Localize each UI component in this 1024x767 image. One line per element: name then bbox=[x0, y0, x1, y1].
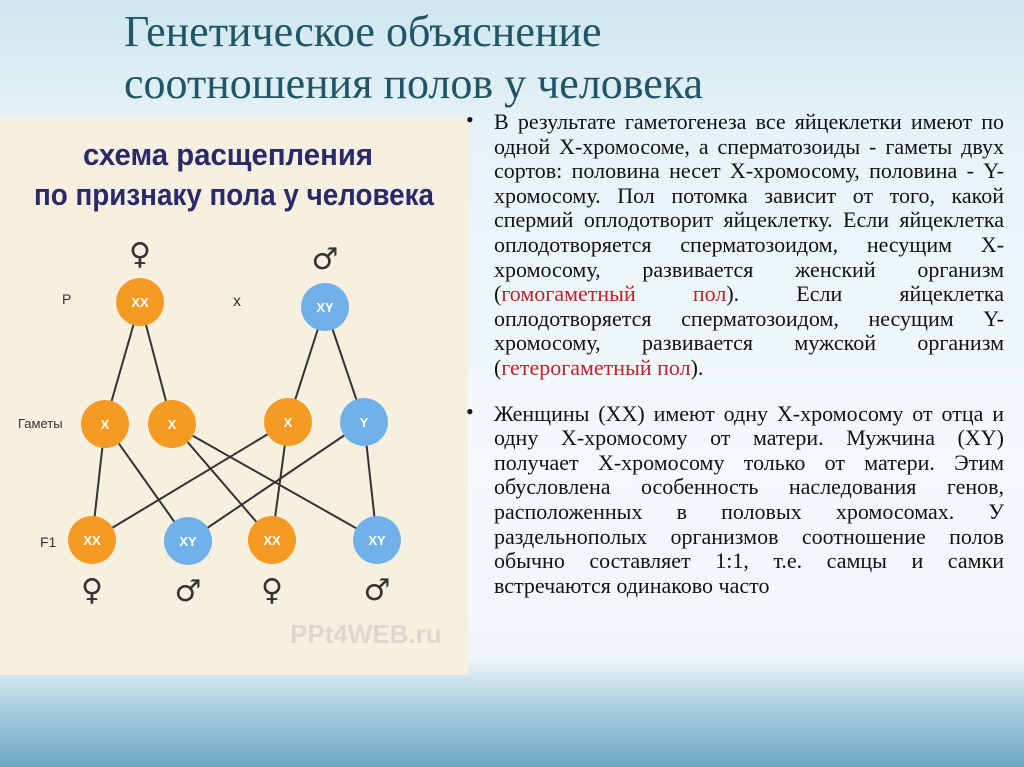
diagram-heading-line-1: схема расщепления bbox=[83, 137, 373, 172]
offspring-1-label: XX bbox=[83, 533, 101, 548]
cross-lines bbox=[91, 301, 378, 542]
term-homogametic: гомогаметный пол bbox=[501, 281, 727, 307]
bullet-2-text: Женщины (XX) имеют одну X-хромосому от о… bbox=[494, 400, 1004, 598]
term-heterogametic: гетерогаметный пол bbox=[501, 354, 691, 380]
title-line-1: Генетическое объяснение bbox=[124, 7, 602, 56]
connector-line bbox=[171, 423, 273, 541]
bullet-1-text-2: ). Если яйцеклетка оплодотворяется сперм… bbox=[494, 281, 1004, 380]
gamete-3-label: X bbox=[284, 415, 293, 430]
male-symbol-icon: ♂ bbox=[312, 242, 339, 277]
sea-background bbox=[0, 657, 1024, 767]
offspring-3-label: XX bbox=[263, 533, 281, 548]
bullet-dot: • bbox=[466, 107, 474, 132]
row-label-p: P bbox=[62, 291, 71, 307]
title-line-2: соотношения полов у человека bbox=[124, 59, 704, 108]
female-symbol-icon: ♀ bbox=[261, 573, 283, 608]
parent-2-circle bbox=[301, 283, 349, 331]
offspring-3-circle bbox=[248, 516, 296, 564]
bullet-dot: • bbox=[466, 398, 474, 424]
diagram-svg: схема расщепления по признаку пола у чел… bbox=[18, 137, 442, 649]
bullet-1-text: В результате гаметогенеза все яйцеклетки… bbox=[494, 109, 1004, 307]
offspring-1-circle bbox=[68, 516, 116, 564]
gamete-4-label: Y bbox=[360, 415, 369, 430]
gamete-3-circle bbox=[264, 398, 312, 446]
offspring-4-circle bbox=[353, 516, 401, 564]
gamete-1-circle bbox=[81, 400, 129, 448]
row-label-gametes: Гаметы bbox=[18, 416, 63, 431]
bullet-2: • Женщины (XX) имеют одну X-хромосому от… bbox=[466, 398, 1004, 599]
parent-2-label: XY bbox=[316, 300, 334, 315]
diagram-heading-line-2: по признаку пола у человека bbox=[34, 177, 435, 212]
sex-determination-diagram: схема расщепления по признаку пола у чел… bbox=[0, 117, 468, 675]
parent-1-circle bbox=[116, 278, 164, 326]
male-symbol-icon: ♂ bbox=[175, 574, 202, 609]
gamete-4-circle bbox=[340, 398, 388, 446]
bullet-1-text-3: ). bbox=[690, 354, 704, 380]
offspring-2-circle bbox=[164, 517, 212, 565]
connector-line bbox=[91, 421, 289, 541]
gamete-1-label: X bbox=[101, 417, 110, 432]
gamete-2-circle bbox=[148, 400, 196, 448]
cross-sign: x bbox=[233, 293, 241, 310]
offspring-4-label: XY bbox=[368, 533, 386, 548]
bullet-1: • В результате гаметогенеза все яйцеклет… bbox=[466, 107, 1004, 381]
page-title: Генетическое объяснение соотношения поло… bbox=[124, 6, 1004, 110]
parent-1-label: XX bbox=[131, 295, 149, 310]
row-label-f1: F1 bbox=[40, 534, 57, 550]
connector-line bbox=[187, 421, 365, 542]
watermark: PPt4WEB.ru bbox=[290, 619, 442, 649]
gamete-2-label: X bbox=[168, 417, 177, 432]
text-content: • В результате гаметогенеза все яйцеклет… bbox=[466, 107, 1004, 599]
male-symbol-icon: ♂ bbox=[364, 573, 391, 608]
female-symbol-icon: ♀ bbox=[81, 573, 103, 608]
offspring-2-label: XY bbox=[179, 534, 197, 549]
female-symbol-icon: ♀ bbox=[129, 237, 151, 272]
